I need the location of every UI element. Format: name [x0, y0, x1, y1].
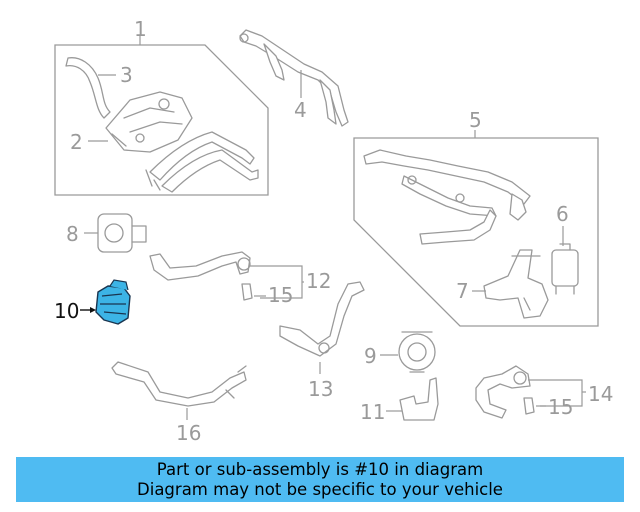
part-2-pump	[105, 91, 193, 153]
group-5-box	[353, 137, 599, 327]
callout-10-arrowhead	[90, 307, 96, 313]
part-14-hose	[475, 365, 531, 419]
part-12-hose	[149, 251, 251, 281]
part-15-clip-b	[523, 397, 535, 415]
info-banner: Part or sub-assembly is #10 in diagram D…	[16, 457, 624, 502]
part-4-pipe	[239, 29, 349, 127]
callout-16: 16	[176, 421, 201, 445]
part-8-pump	[97, 213, 147, 253]
callout-5: 5	[469, 108, 482, 132]
callout-11: 11	[360, 400, 385, 424]
group-1-box	[54, 44, 269, 196]
callout-1: 1	[134, 17, 147, 41]
part-11-bracket	[399, 377, 439, 421]
banner-line-2: Diagram may not be specific to your vehi…	[137, 479, 503, 499]
part-16-pipe	[111, 361, 247, 407]
callout-15a: 15	[268, 283, 293, 307]
callout-9: 9	[364, 344, 377, 368]
group-5-hoses	[363, 149, 531, 245]
part-6-valve	[551, 243, 579, 295]
callout-10: 10	[54, 299, 79, 323]
part-7-bracket	[483, 249, 549, 319]
callout-7: 7	[456, 279, 469, 303]
part-15-clip-a	[241, 283, 253, 301]
callout-14: 14	[588, 382, 613, 406]
callout-8: 8	[66, 222, 79, 246]
part-9-pump	[398, 331, 436, 373]
part-10-bracket-highlighted[interactable]	[95, 279, 131, 325]
banner-line-1: Part or sub-assembly is #10 in diagram	[156, 459, 484, 479]
group-1-assembly	[54, 36, 269, 196]
part-13-hose	[279, 281, 365, 357]
callout-15b: 15	[548, 395, 573, 419]
callout-3: 3	[120, 63, 133, 87]
callout-12: 12	[306, 269, 331, 293]
callout-2: 2	[70, 130, 83, 154]
callout-6: 6	[556, 202, 569, 226]
callout-13: 13	[308, 377, 333, 401]
part-3-hose	[65, 57, 111, 119]
callout-4: 4	[294, 98, 307, 122]
